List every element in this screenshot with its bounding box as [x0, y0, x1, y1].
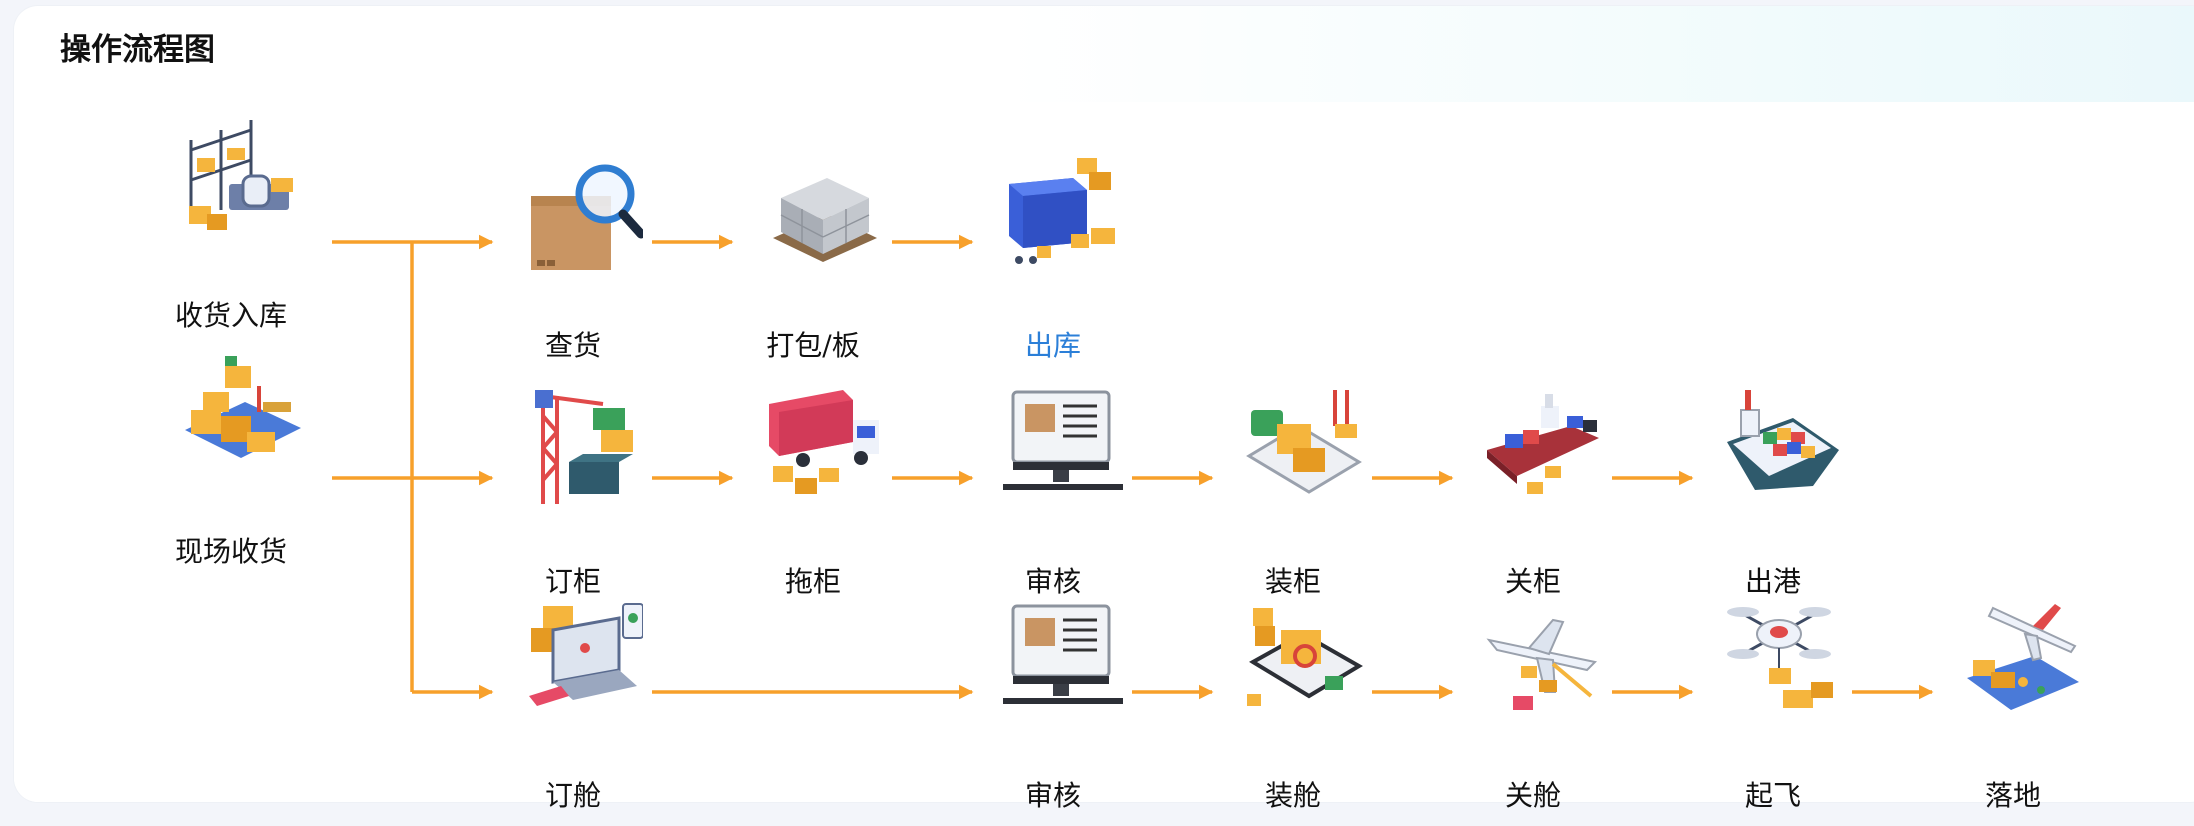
node-book-container: 订柜: [488, 386, 658, 606]
pallet-stack-icon: [773, 178, 877, 262]
node-depart: 出港: [1688, 386, 1858, 606]
node-load-cabin: 装舱: [1208, 600, 1378, 820]
node-book-cabin: 订舱: [488, 600, 658, 820]
laptop-map-icon: [529, 603, 643, 706]
node-label: 查货: [544, 329, 601, 362]
node-label: 收货入库: [174, 299, 287, 332]
box-magnifier-icon: [531, 164, 643, 270]
tablet-search-icon: [1247, 608, 1363, 706]
airplane-loading-icon: [1486, 618, 1598, 710]
node-takeoff: 起飞: [1688, 600, 1858, 820]
drone-delivery-icon: [1727, 607, 1833, 708]
node-label: 拖柜: [784, 565, 841, 598]
node-close-container: 关柜: [1448, 386, 1618, 606]
warehouse-shelves-icon: [189, 120, 293, 230]
monitor-document-icon: [1003, 390, 1123, 490]
node-land: 落地: [1928, 600, 2098, 820]
node-label: 落地: [1984, 779, 2041, 812]
cargo-ship-loading-icon: [1487, 394, 1599, 494]
monitor-document-icon: [1003, 604, 1123, 704]
page-title: 操作流程图: [60, 32, 215, 68]
node-label: 订柜: [544, 565, 601, 598]
node-label: 打包/板: [766, 329, 860, 362]
plane-map-icon: [1967, 604, 2079, 710]
node-label: 审核: [1024, 565, 1081, 598]
node-outbound: 出库: [968, 150, 1138, 370]
node-label: 审核: [1024, 779, 1081, 812]
node-close-cabin: 关舱: [1448, 600, 1618, 820]
node-label: 装舱: [1264, 779, 1321, 812]
node-load-container: 装柜: [1208, 386, 1378, 606]
node-label: 现场收货: [174, 535, 287, 568]
node-receive: 收货入库: [146, 120, 316, 340]
crane-container-icon: [535, 390, 633, 504]
node-inspect: 查货: [488, 150, 658, 370]
node-label: 关舱: [1504, 779, 1561, 812]
node-onsite: 现场收货: [146, 356, 316, 576]
node-label: 装柜: [1264, 565, 1321, 598]
tablet-boxes-icon: [1246, 390, 1362, 494]
container-ship-icon: [1727, 390, 1839, 490]
node-tow: 拖柜: [728, 386, 898, 606]
node-label: 起飞: [1744, 779, 1801, 812]
blue-container-icon: [1009, 158, 1115, 264]
node-review-air: 审核: [968, 600, 1138, 820]
node-label: 订舱: [544, 779, 601, 812]
node-label-highlighted: 出库: [1024, 329, 1081, 362]
container-truck-icon: [769, 390, 879, 494]
node-review-sea: 审核: [968, 386, 1138, 606]
node-label: 出港: [1744, 565, 1801, 598]
node-label: 关柜: [1504, 565, 1561, 598]
node-pack: 打包/板: [728, 150, 898, 370]
forklift-pallet-icon: [185, 356, 301, 458]
